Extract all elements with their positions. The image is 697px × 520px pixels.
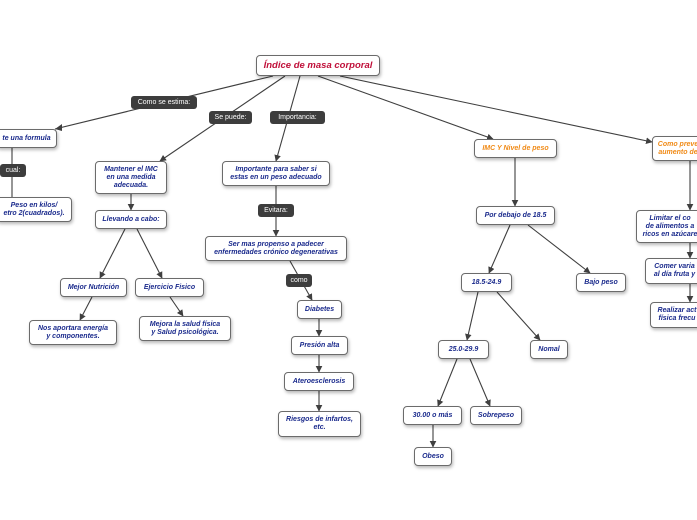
node-riesgos-infartos[interactable]: Riesgos de infartos, etc.: [278, 411, 361, 437]
connector-root-prevenir: [339, 75, 653, 144]
connector-nutricion-desc: [79, 296, 93, 321]
tag-se-puede[interactable]: Se puede:: [209, 111, 252, 124]
connector-rango2-rango3: [437, 358, 458, 407]
node-imc-nivel-peso[interactable]: IMC Y Nivel de peso: [474, 139, 557, 158]
tag-cual[interactable]: cual:: [0, 164, 26, 177]
connector-root-formula-arrowhead: [55, 124, 62, 131]
node-bajo-peso[interactable]: Bajo peso: [576, 273, 626, 292]
node-mejor-nutricion[interactable]: Mejor Nutrición: [60, 278, 127, 297]
node-llevando-a-cabo[interactable]: Llevando a cabo:: [95, 210, 167, 229]
connector-rango1-normal: [496, 291, 541, 341]
node-obeso[interactable]: Obeso: [414, 447, 452, 466]
node-presion-alta[interactable]: Presión alta: [291, 336, 348, 355]
node-mas-propenso[interactable]: Ser mas propenso a padecer enfermedades …: [205, 236, 347, 261]
node-ateroesclerosis[interactable]: Ateroesclerosis: [284, 372, 354, 391]
node-rango-30[interactable]: 30.00 o más: [403, 406, 462, 425]
tag-como-se-estima[interactable]: Como se estima:: [131, 96, 197, 109]
node-ejercicio-descripcion[interactable]: Mejora la salud física y Salud psicológi…: [139, 316, 231, 341]
node-comer-variado[interactable]: Comer varia al día fruta y: [645, 258, 697, 284]
connector-llevando-nutricion: [99, 228, 126, 279]
node-normal[interactable]: Nomal: [530, 340, 568, 359]
connector-root-imc: [317, 75, 494, 141]
tag-importancia[interactable]: Importancia:: [270, 111, 325, 124]
node-peso-formula[interactable]: Peso en kilos/ etro 2(cuadrados).: [0, 197, 72, 222]
root-node[interactable]: Índice de masa corporal: [256, 55, 380, 76]
connector-ejercicio-desc: [169, 296, 184, 317]
node-por-debajo[interactable]: Por debajo de 18.5: [476, 206, 555, 225]
connector-debajo-rango1: [488, 224, 511, 274]
node-limitar-consumo[interactable]: Limitar el co de alimentos a ricos en az…: [636, 210, 697, 243]
connector-rango1-rango2: [465, 291, 479, 341]
node-ejercicio-fisico[interactable]: Ejercicio Fisico: [135, 278, 204, 297]
node-como-prevenir[interactable]: Como preve aumento de: [652, 136, 697, 161]
node-importante-peso[interactable]: Importante para saber si estas en un pes…: [222, 161, 330, 186]
connector-llevando-ejercicio: [136, 228, 163, 279]
connector-debajo-bajo: [527, 224, 591, 274]
node-realizar-actividad[interactable]: Realizar act física frecu: [650, 302, 697, 328]
node-nutricion-descripcion[interactable]: Nos aportara energía y componentes.: [29, 320, 117, 345]
node-sobrepeso[interactable]: Sobrepeso: [470, 406, 522, 425]
tag-como[interactable]: como: [286, 274, 312, 287]
node-rango-18-24[interactable]: 18.5-24.9: [461, 273, 512, 292]
tag-evitara[interactable]: Evitara:: [258, 204, 294, 217]
node-formula[interactable]: te una formula: [0, 129, 57, 148]
node-mantener-imc[interactable]: Mantener el IMC en una medida adecuada.: [95, 161, 167, 194]
connector-rango2-sobrepeso: [469, 358, 491, 407]
node-rango-25-29[interactable]: 25.0-29.9: [438, 340, 489, 359]
node-diabetes[interactable]: Diabetes: [297, 300, 342, 319]
